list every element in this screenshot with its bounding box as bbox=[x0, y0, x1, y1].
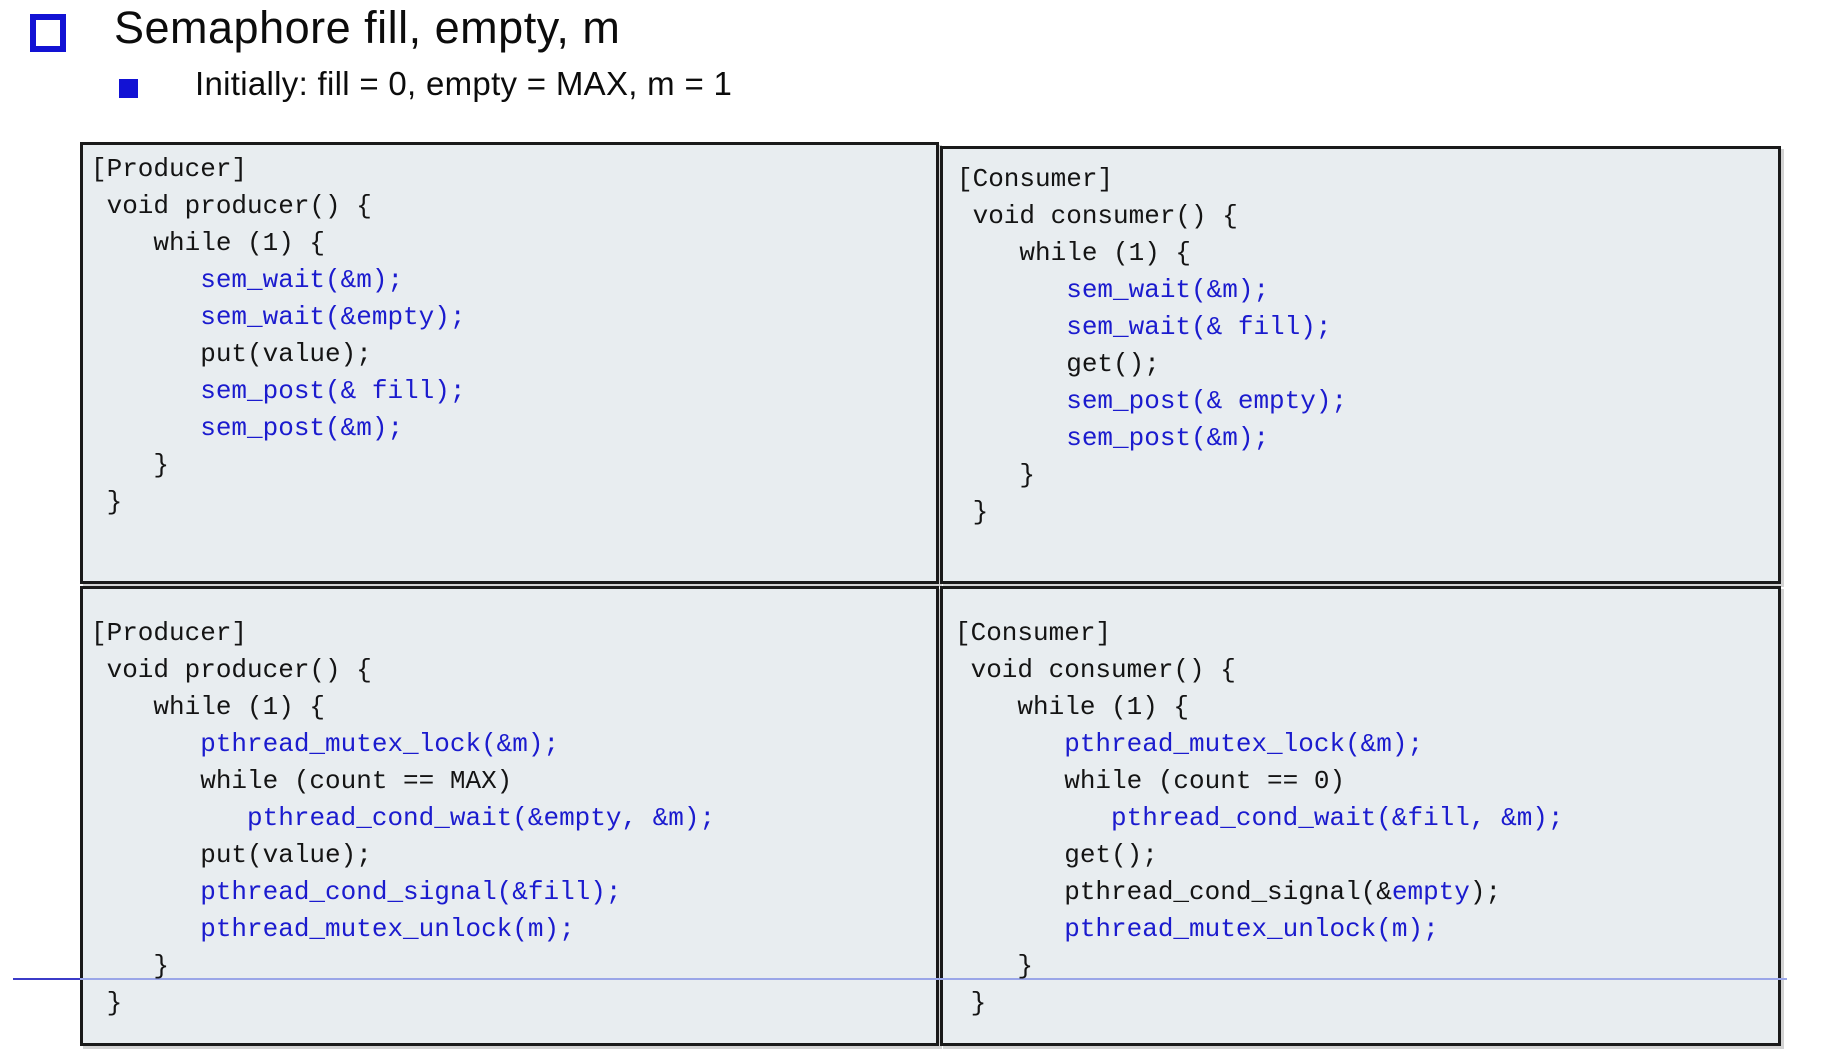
filled-square-bullet-icon bbox=[119, 79, 138, 98]
code-listing: [Producer] void producer() { while (1) {… bbox=[91, 154, 466, 517]
decorative-line-left-segment bbox=[13, 978, 80, 980]
code-box-producer-condvar: [Producer] void producer() { while (1) {… bbox=[80, 586, 939, 1046]
code-box-producer-semaphore: [Producer] void producer() { while (1) {… bbox=[80, 142, 939, 584]
slide-title: Semaphore fill, empty, m bbox=[114, 2, 621, 53]
code-box-consumer-semaphore: [Consumer] void consumer() { while (1) {… bbox=[940, 146, 1781, 584]
code-box-consumer-condvar: [Consumer] void consumer() { while (1) {… bbox=[940, 586, 1781, 1046]
open-square-bullet-icon bbox=[30, 14, 66, 52]
code-listing: [Producer] void producer() { while (1) {… bbox=[91, 618, 716, 1018]
decorative-line bbox=[80, 978, 1787, 980]
code-listing: [Consumer] void consumer() { while (1) {… bbox=[957, 164, 1348, 527]
code-listing: [Consumer] void consumer() { while (1) {… bbox=[955, 618, 1564, 1018]
slide-subtitle: Initially: fill = 0, empty = MAX, m = 1 bbox=[195, 65, 733, 102]
